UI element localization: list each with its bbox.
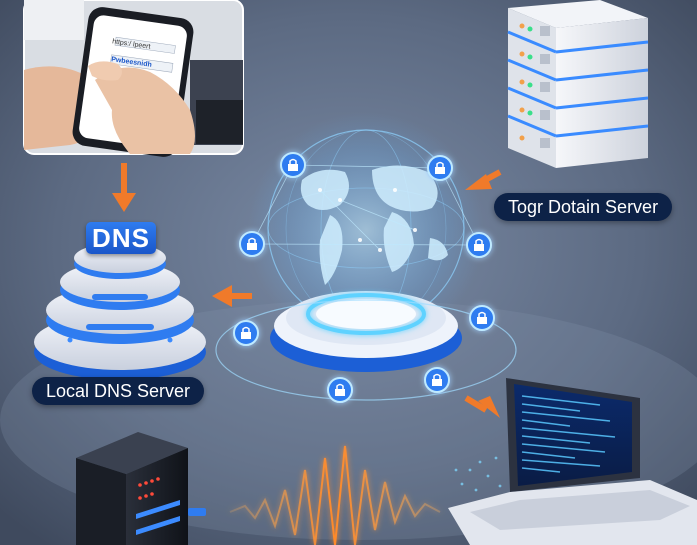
- arrow-icon: [212, 285, 252, 307]
- hand-phone-photo: [23, 0, 244, 157]
- globe-icon: [248, 112, 484, 348]
- lock-icon: [239, 231, 265, 257]
- dns-badge: DNS: [86, 222, 156, 254]
- lock-icons: [233, 152, 495, 403]
- server-rack-icon: [507, 0, 649, 168]
- platform: [270, 291, 462, 372]
- lock-icon: [233, 320, 259, 346]
- laptop-icon: [448, 378, 697, 545]
- lock-icon: [327, 377, 353, 403]
- stacked-dns-server-icon: [34, 243, 206, 380]
- lock-icon: [280, 152, 306, 178]
- lock-icon: [427, 155, 453, 181]
- orbit-ring: [215, 299, 517, 401]
- tower-pc-icon: [76, 432, 188, 545]
- lock-icon: [466, 232, 492, 258]
- local-dns-server-label: Local DNS Server: [32, 377, 205, 405]
- lock-icon: [469, 305, 495, 331]
- remote-server-label: Togr Dotain Server: [494, 193, 673, 221]
- arrow-icon: [112, 163, 136, 212]
- lock-icon: [424, 367, 450, 393]
- arrow-icon: [464, 395, 500, 418]
